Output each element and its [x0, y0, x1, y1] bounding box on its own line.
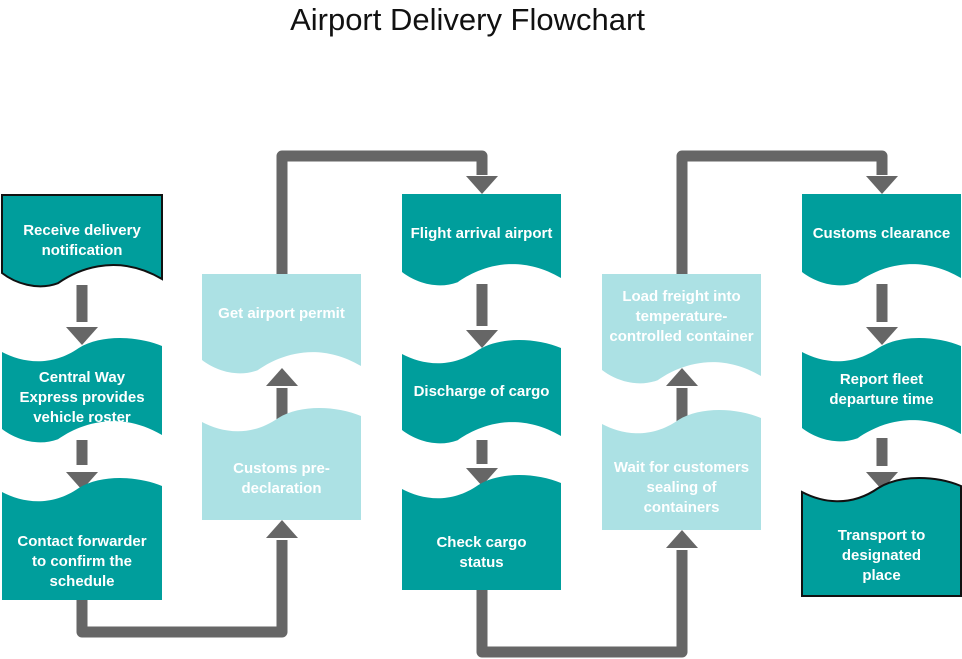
connectors-layer	[66, 150, 898, 658]
connector-s8-s9	[476, 550, 688, 658]
flow-step-shape-s5	[202, 274, 361, 374]
flow-step-shape-s8	[402, 475, 561, 590]
arrowhead-s10-s11	[866, 176, 898, 194]
arrowhead-s5-s6	[466, 176, 498, 194]
flow-step-label-s13: Transport to designated place	[837, 527, 926, 584]
flow-step-shape-s7	[402, 340, 561, 444]
shapes-layer	[1, 194, 962, 600]
flow-step-shape-s3	[2, 478, 162, 600]
flow-step-shape-s6	[402, 194, 561, 286]
diagram-title: Airport Delivery Flowchart	[290, 2, 645, 37]
flow-step-shape-s13	[801, 477, 962, 597]
arrowhead-s7-s8	[466, 468, 498, 486]
connector-s5-s6	[276, 150, 488, 276]
arrowhead-s2-s3	[66, 472, 98, 490]
flow-step-label-s5: Get airport permit	[218, 305, 345, 322]
flow-step-shape-s4	[202, 408, 361, 520]
flow-step-label-s3: Contact forwarder to confirm the schedul…	[17, 532, 147, 590]
flow-step-shape-s10	[602, 274, 761, 384]
connector-s3-s4	[76, 540, 288, 638]
arrowhead-s9-s10	[666, 368, 698, 386]
flow-step-label-s2: Central Way Express provides vehicle ros…	[19, 369, 145, 426]
flow-step-shape-s12	[802, 338, 961, 442]
flow-step-label-s12: Report fleet departure time	[829, 371, 934, 408]
flow-step-label-s1: Receive delivery notification	[23, 222, 141, 259]
arrowhead-s8-s9	[666, 530, 698, 548]
arrowhead-s6-s7	[466, 330, 498, 348]
flow-step-shape-s2	[2, 338, 162, 443]
flow-step-shape-s9	[602, 410, 761, 530]
flow-step-shape-s1	[1, 194, 163, 288]
connector-s10-s11	[676, 150, 888, 276]
flow-step-label-s9: Wait for customers sealing of containers	[613, 458, 750, 516]
flow-step-label-s4: Customs pre- declaration	[233, 460, 330, 497]
arrowhead-s11-s12	[866, 327, 898, 345]
flow-step-label-s10: Load freight into temperature- controlle…	[609, 287, 754, 345]
arrowhead-s12-s13	[866, 472, 898, 490]
arrowhead-s3-s4	[266, 520, 298, 538]
flow-step-label-s11: Customs clearance	[812, 225, 951, 242]
flow-step-label-s6: Flight arrival airport	[410, 225, 553, 242]
flow-step-label-s7: Discharge of cargo	[413, 383, 550, 400]
arrowhead-s4-s5	[266, 368, 298, 386]
arrowhead-s1-s2	[66, 327, 98, 345]
flow-step-shape-s11	[802, 194, 961, 286]
flow-step-label-s8: Check cargo status	[436, 533, 527, 571]
